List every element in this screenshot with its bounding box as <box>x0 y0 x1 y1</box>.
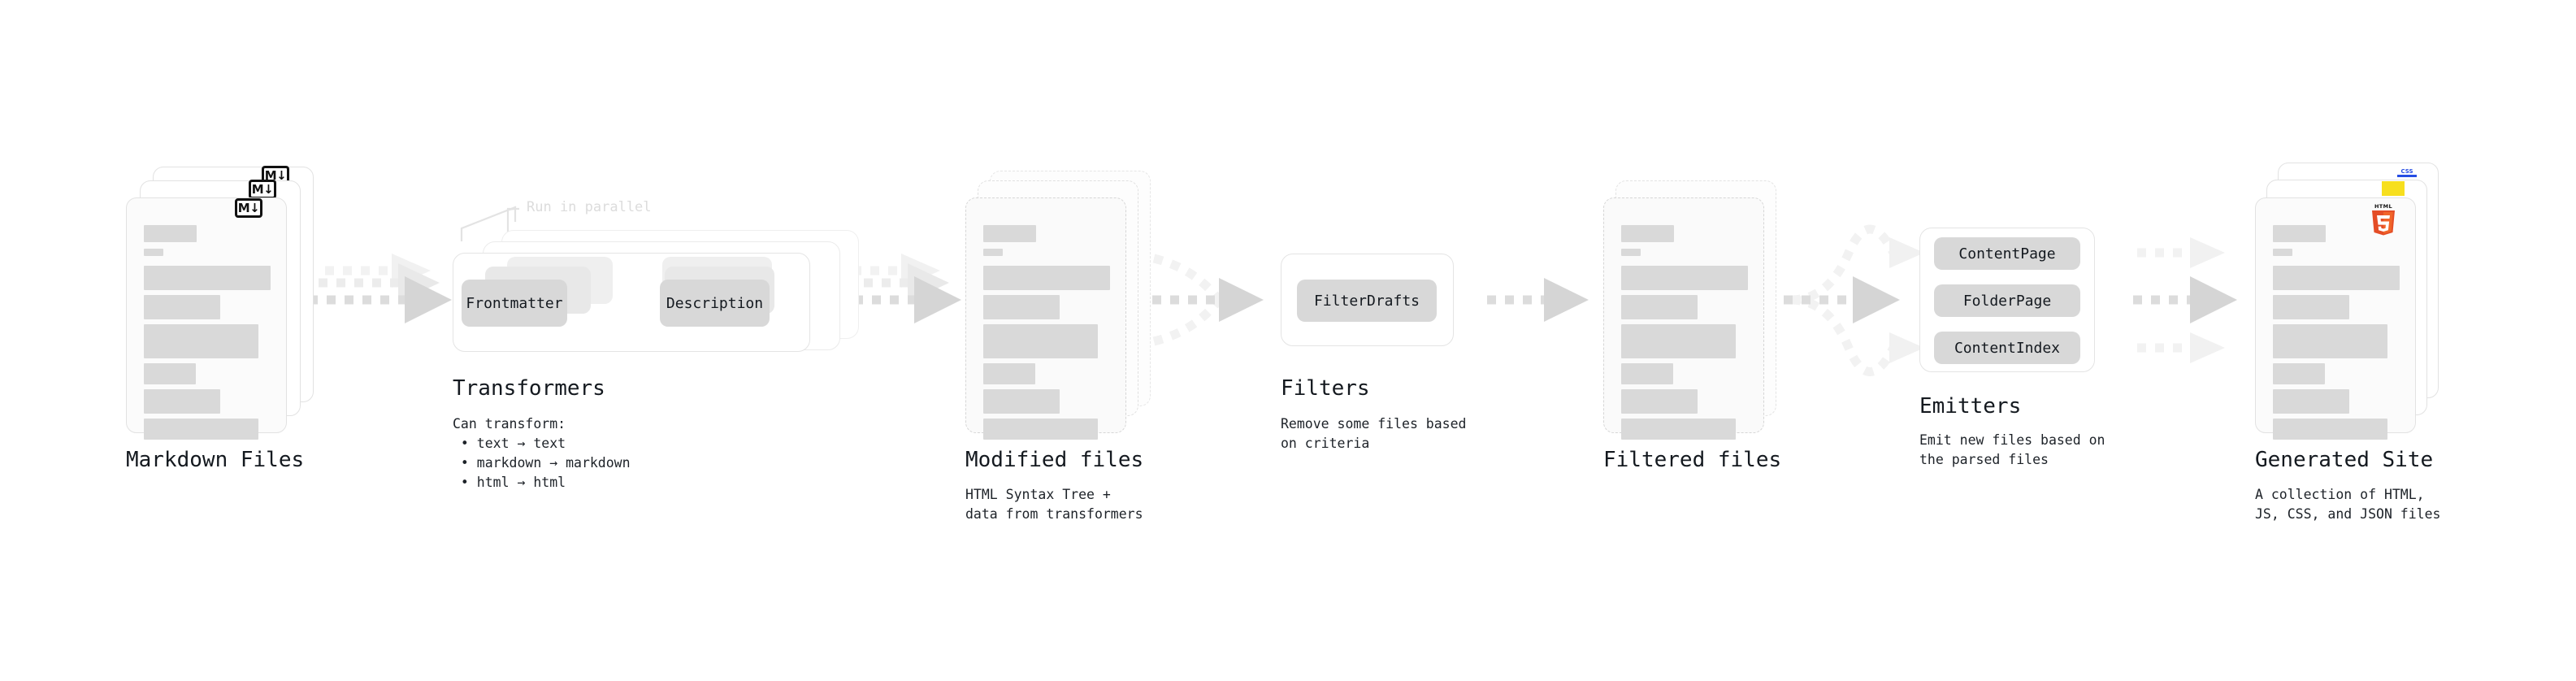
skeleton-line <box>1621 225 1674 242</box>
skeleton-line <box>144 389 220 414</box>
emitter-folderpage[interactable]: FolderPage <box>1934 284 2080 317</box>
skeleton-line <box>144 266 271 290</box>
skeleton-line <box>2273 419 2387 440</box>
markdown-badge-front: M↓ <box>235 198 262 218</box>
transformer-description[interactable]: Description <box>660 280 770 327</box>
filtered-files-title: Filtered files <box>1603 448 1782 472</box>
transformer-frontmatter[interactable]: Frontmatter <box>462 280 567 327</box>
skeleton-line <box>2273 363 2325 384</box>
skeleton-line <box>2273 249 2292 256</box>
arrow-modified-to-filters <box>1152 254 1264 346</box>
skeleton-line <box>1621 266 1748 290</box>
emitters-desc: Emit new files based on the parsed files <box>1919 432 2105 467</box>
filters-title: Filters <box>1281 376 1370 401</box>
generated-card-front <box>2255 197 2416 440</box>
skeleton-line <box>1621 295 1698 319</box>
skeleton-line <box>2273 324 2387 358</box>
markdown-badge-mid: M↓ <box>249 180 276 199</box>
arrow-markdown-to-transformers <box>309 254 452 323</box>
emitter-contentpage[interactable]: ContentPage <box>1934 237 2080 270</box>
transformers-desc: Can transform: • text → text • markdown … <box>453 416 631 490</box>
skeleton-line <box>1621 324 1736 358</box>
skeleton-line <box>983 295 1060 319</box>
arrow-filters-to-filtered <box>1487 278 1589 322</box>
skeleton-line <box>1621 419 1736 440</box>
emitter-contentindex[interactable]: ContentIndex <box>1934 332 2080 364</box>
skeleton-line <box>2273 225 2326 242</box>
arrow-filtered-to-emitters <box>1784 224 1924 376</box>
filters-desc: Remove some files based on criteria <box>1281 416 1467 451</box>
skeleton-line <box>144 363 196 384</box>
skeleton-line <box>1621 389 1698 414</box>
modified-files-desc: HTML Syntax Tree + data from transformer… <box>965 487 1143 522</box>
arrow-emitters-to-generated <box>2133 237 2237 363</box>
skeleton-line <box>2273 266 2400 290</box>
modified-card-front <box>965 197 1126 440</box>
skeleton-line <box>983 266 1110 290</box>
run-in-parallel-label: Run in parallel <box>527 199 652 215</box>
js-badge <box>2382 181 2405 196</box>
generated-site-desc: A collection of HTML, JS, CSS, and JSON … <box>2255 487 2441 522</box>
skeleton-line <box>983 249 1003 256</box>
svg-text:HTML: HTML <box>2374 203 2392 210</box>
skeleton-line <box>983 419 1098 440</box>
transformers-title: Transformers <box>453 376 605 401</box>
skeleton-line <box>983 389 1060 414</box>
skeleton-line <box>2273 389 2349 414</box>
skeleton-line <box>983 225 1036 242</box>
svg-text:CSS: CSS <box>2400 168 2413 175</box>
skeleton-line <box>983 324 1098 358</box>
generated-site-title: Generated Site <box>2255 448 2434 472</box>
skeleton-line <box>144 225 197 242</box>
skeleton-line <box>1621 249 1641 256</box>
filtered-card-front <box>1603 197 1764 440</box>
skeleton-line <box>144 324 258 358</box>
filter-filterdrafts[interactable]: FilterDrafts <box>1297 280 1437 322</box>
skeleton-line <box>983 363 1035 384</box>
skeleton-line <box>144 419 258 440</box>
emitters-title: Emitters <box>1919 394 2022 419</box>
css-badge: CSS <box>2395 166 2419 180</box>
modified-files-title: Modified files <box>965 448 1144 472</box>
skeleton-line <box>1621 363 1673 384</box>
html5-badge: HTML <box>2367 202 2400 236</box>
skeleton-line <box>144 249 163 256</box>
skeleton-line <box>2273 295 2349 319</box>
markdown-card-front <box>126 197 287 440</box>
skeleton-line <box>144 295 220 319</box>
markdown-files-title: Markdown Files <box>126 448 305 472</box>
